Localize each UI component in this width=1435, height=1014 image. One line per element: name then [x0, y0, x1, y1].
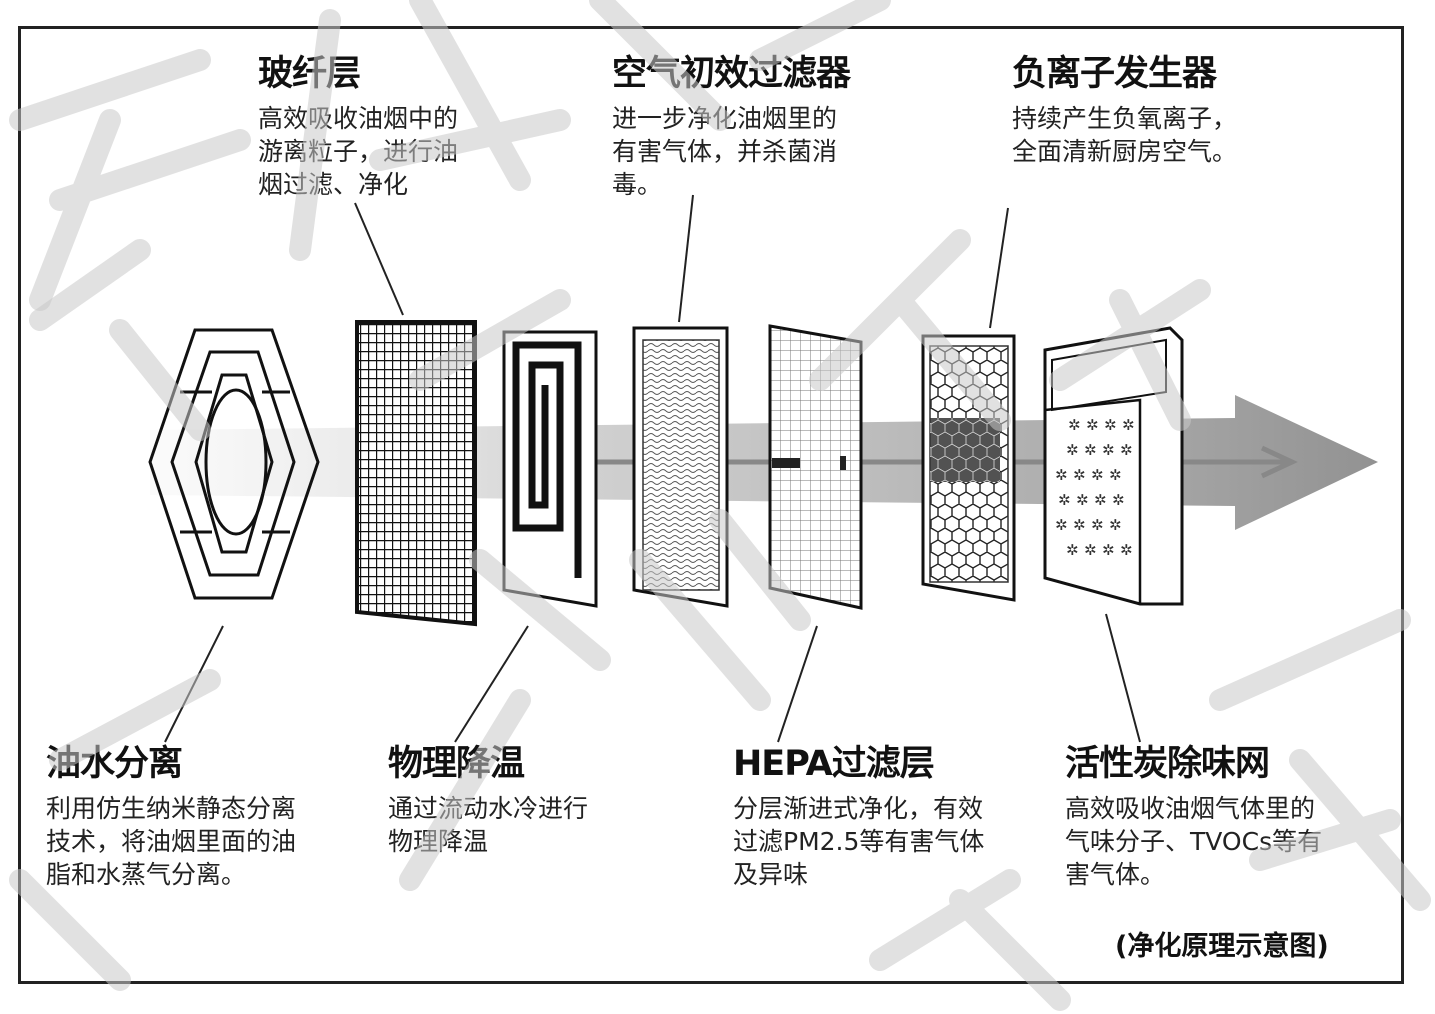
label-cooling-title: 物理降温 [388, 744, 525, 784]
label-anion: 负离子发生器 持续产生负氧离子， 全面清新厨房空气。 [1012, 52, 1237, 168]
label-oil-water-title: 油水分离 [46, 744, 183, 784]
carbon-dot: ✲ [1109, 466, 1122, 484]
activated-carbon-box-figure: ✲✲✲✲✲✲✲✲✲✲✲✲✲✲✲✲✲✲✲✲✲✲✲✲ [1043, 326, 1184, 606]
carbon-dot: ✲ [1094, 491, 1107, 509]
carbon-dot: ✲ [1076, 491, 1089, 509]
label-hepa: HEPA过滤层 分层渐进式净化，有效 过滤PM2.5等有害气体 及异味 [733, 742, 984, 891]
label-carbon: 活性炭除味网 高效吸收油烟气体里的 气味分子、TVOCs等有 害气体。 [1065, 742, 1322, 891]
label-primary-filter-title: 空气初效过滤器 [612, 54, 851, 94]
carbon-dot: ✲ [1091, 516, 1104, 534]
label-glass-fiber-desc: 高效吸收油烟中的 游离粒子，进行油 烟过滤、净化 [258, 104, 459, 199]
label-hepa-desc: 分层渐进式净化，有效 过滤PM2.5等有害气体 及异味 [733, 794, 985, 889]
carbon-dot: ✲ [1086, 416, 1099, 434]
carbon-dot: ✲ [1091, 466, 1104, 484]
carbon-dot: ✲ [1058, 491, 1071, 509]
carbon-dot: ✲ [1102, 441, 1115, 459]
carbon-dot: ✲ [1102, 541, 1115, 559]
carbon-dot: ✲ [1055, 466, 1068, 484]
carbon-dot: ✲ [1073, 466, 1086, 484]
diagram-caption: (净化原理示意图) [1115, 931, 1329, 962]
carbon-dot: ✲ [1066, 541, 1079, 559]
label-cooling: 物理降温 通过流动水冷进行 物理降温 [388, 742, 588, 858]
label-oil-water-desc: 利用仿生纳米静态分离 技术，将油烟里面的油 脂和水蒸气分离。 [46, 794, 297, 889]
anion-generator-panel-figure [921, 334, 1016, 602]
carbon-dot: ✲ [1122, 416, 1135, 434]
label-anion-title: 负离子发生器 [1012, 54, 1217, 94]
carbon-dot: ✲ [1084, 441, 1097, 459]
label-primary-filter: 空气初效过滤器 进一步净化油烟里的 有害气体，并杀菌消 毒。 [612, 52, 851, 201]
carbon-dot: ✲ [1104, 416, 1117, 434]
carbon-dot: ✲ [1120, 541, 1133, 559]
label-carbon-desc: 高效吸收油烟气体里的 气味分子、TVOCs等有 害气体。 [1065, 794, 1323, 889]
carbon-dot: ✲ [1084, 541, 1097, 559]
carbon-dot: ✲ [1120, 441, 1133, 459]
carbon-dot: ✲ [1055, 516, 1068, 534]
label-oil-water: 油水分离 利用仿生纳米静态分离 技术，将油烟里面的油 脂和水蒸气分离。 [46, 742, 296, 891]
hepa-panel-figure [768, 324, 863, 610]
label-carbon-title: 活性炭除味网 [1065, 744, 1270, 784]
label-glass-fiber-title: 玻纤层 [258, 54, 361, 94]
airflow-arrow [150, 395, 1378, 530]
label-anion-desc: 持续产生负氧离子， 全面清新厨房空气。 [1012, 104, 1238, 166]
cooling-panel-figure [502, 330, 598, 608]
label-cooling-desc: 通过流动水冷进行 物理降温 [388, 794, 589, 856]
carbon-dot: ✲ [1109, 516, 1122, 534]
glass-fiber-panel-figure [355, 320, 477, 627]
carbon-dot: ✲ [1112, 491, 1125, 509]
carbon-dot: ✲ [1068, 416, 1081, 434]
label-glass-fiber: 玻纤层 高效吸收油烟中的 游离粒子，进行油 烟过滤、净化 [258, 52, 458, 201]
label-hepa-title: HEPA过滤层 [733, 744, 935, 784]
primary-filter-panel-figure [632, 326, 729, 608]
carbon-dot: ✲ [1073, 516, 1086, 534]
label-primary-filter-desc: 进一步净化油烟里的 有害气体，并杀菌消 毒。 [612, 104, 838, 199]
carbon-dot: ✲ [1066, 441, 1079, 459]
